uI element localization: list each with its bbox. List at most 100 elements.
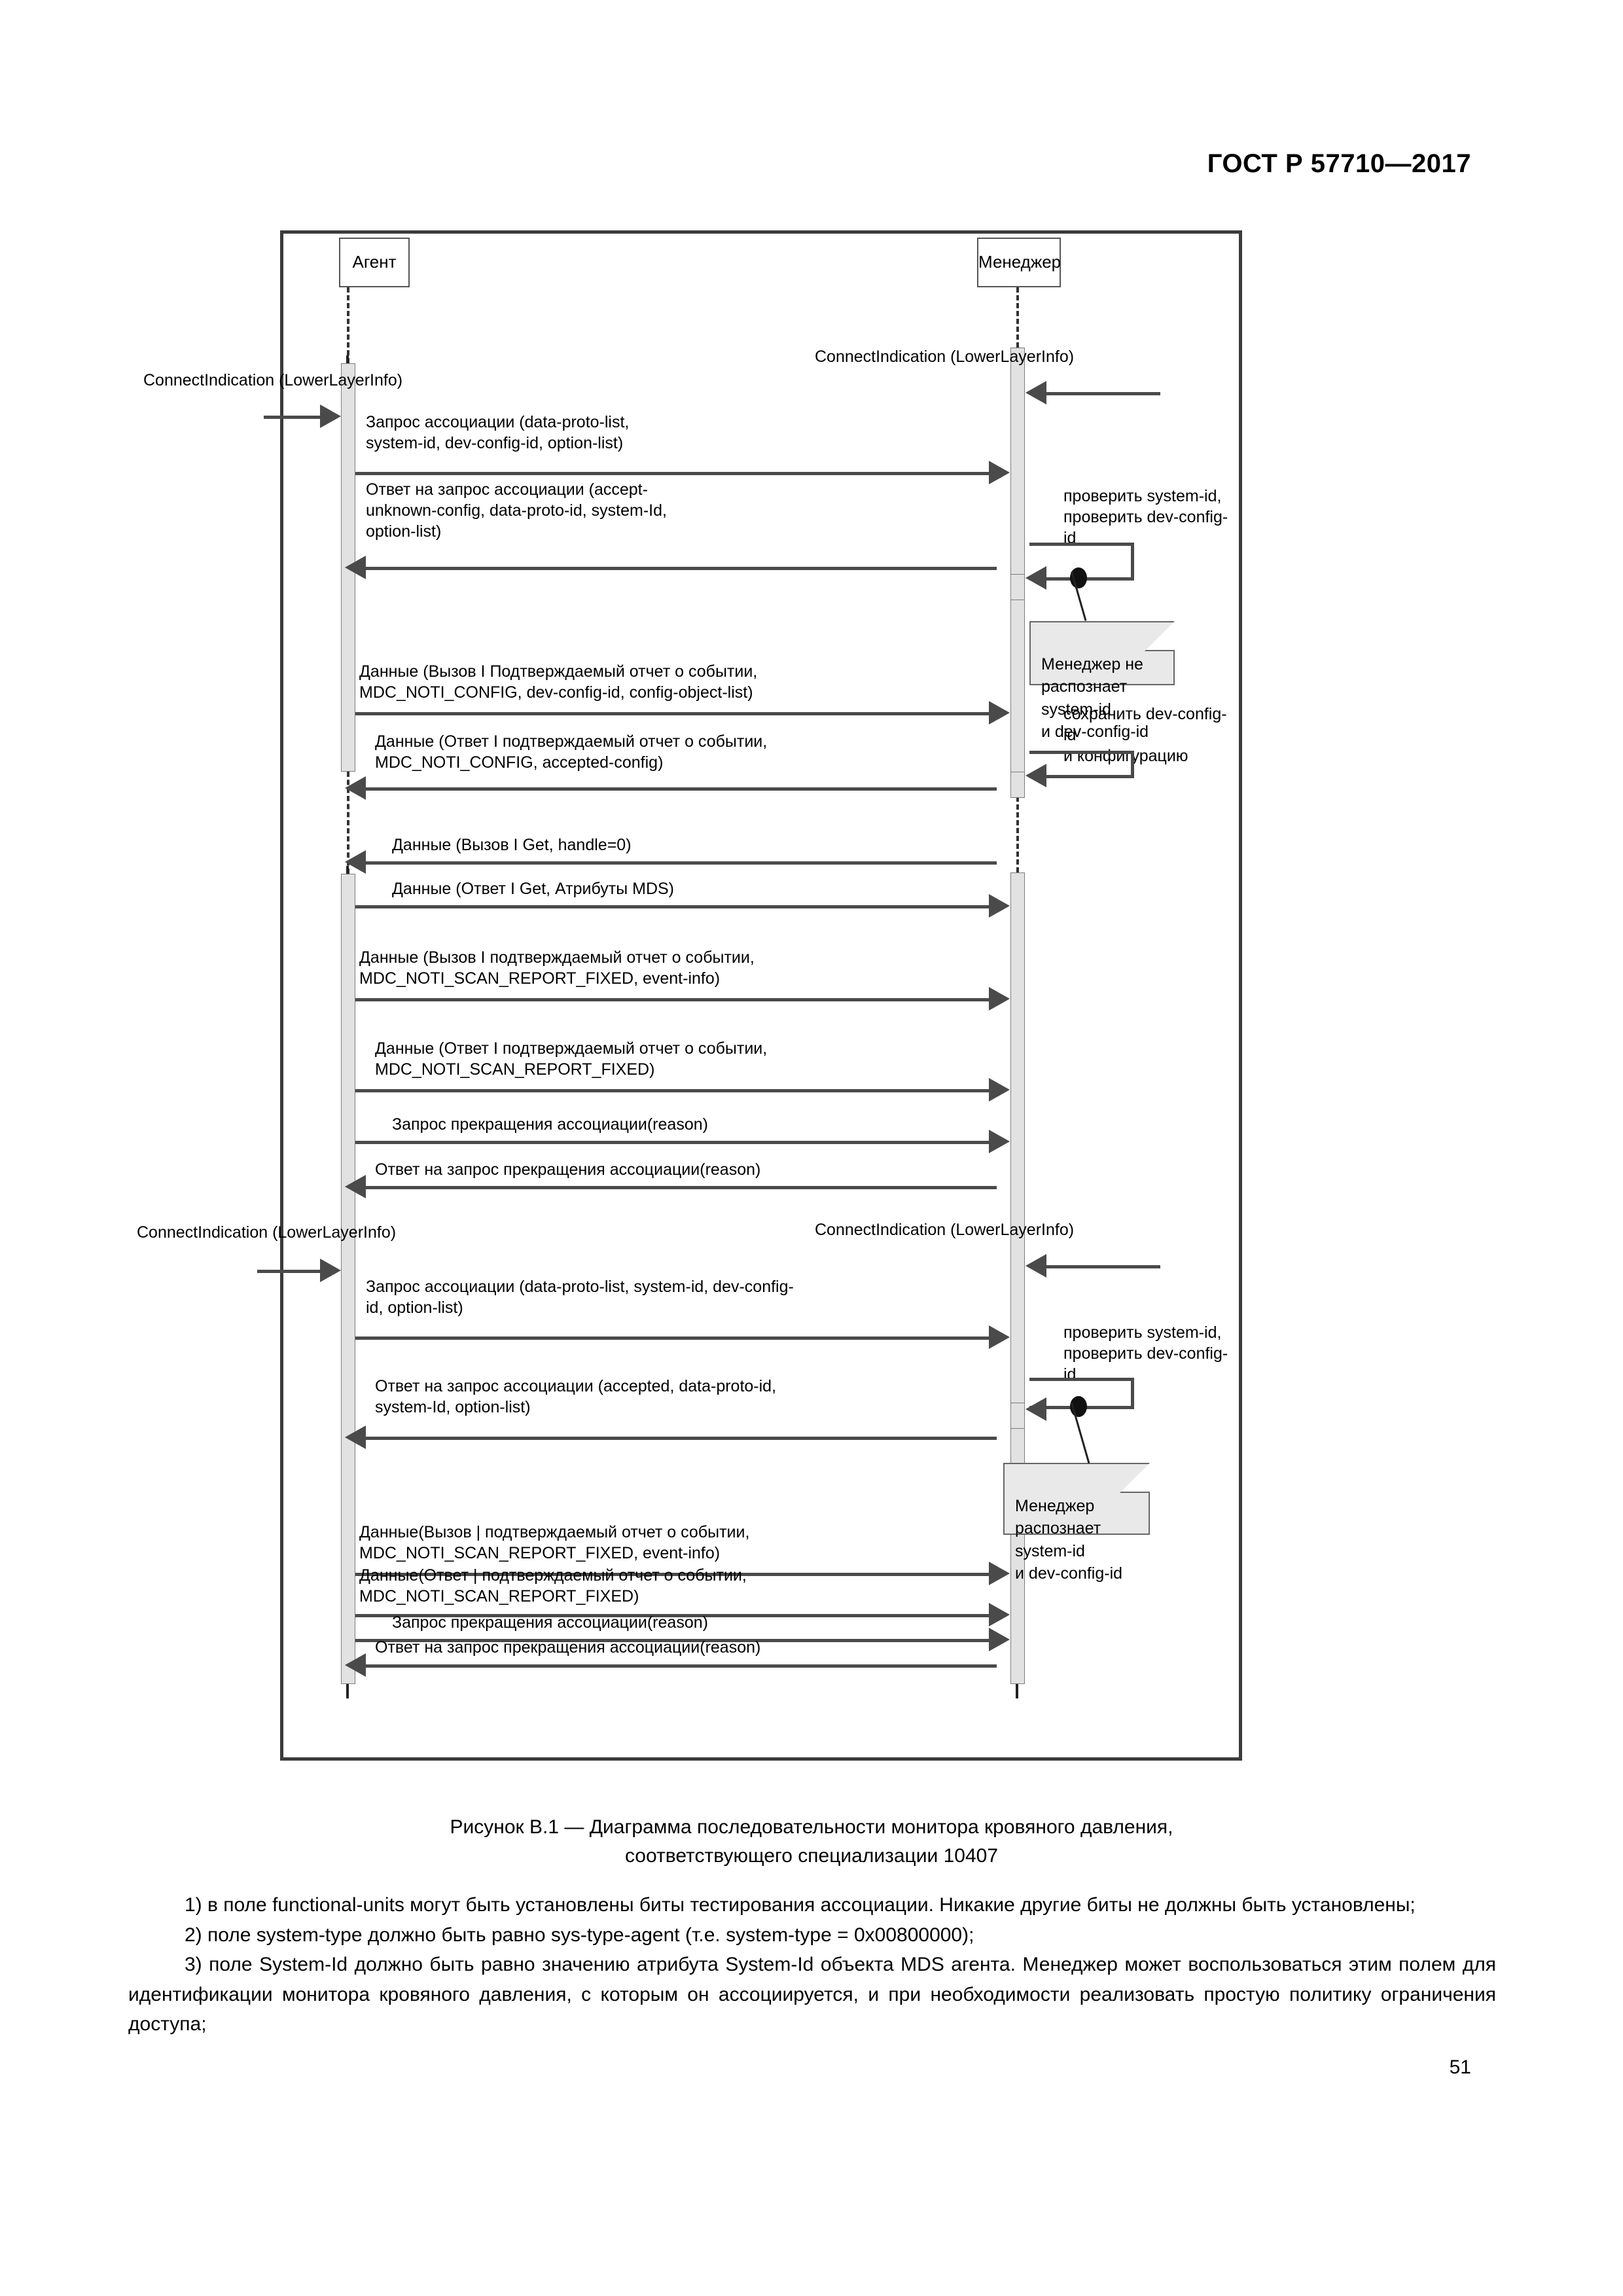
msg-arrowhead-m4 [345,776,366,800]
arrow-manager-connect-second [1036,1265,1160,1268]
arrow-manager-connect-top [1036,392,1160,395]
note-n1: Менеджер не распознает system-id и dev-c… [1029,621,1175,741]
body-item-2: 2) поле system-type должно быть равно sy… [185,1924,974,1946]
lifeline-tick-agent-1 [346,355,349,370]
msg-arrowhead-m9 [989,1130,1010,1153]
msg-label-m2: Ответ на запрос ассоциации (accept- unkn… [366,480,667,541]
lifeline-tick-manager-end [1016,1684,1018,1698]
arrowhead-agent-connect-second [320,1259,341,1282]
body-item-3: 3) поле System-Id должно быть равно знач… [128,1954,1496,2036]
lifeline-dash-agent-2 [347,772,349,874]
msg-label-m14: Данные(Ответ | подтверждаемый отчет о со… [359,1566,747,1605]
msg-line-m9 [355,1141,997,1144]
label-manager-connect-top: ConnectIndication (LowerLayerInfo) [815,348,1075,366]
figure-caption-line2: соответствующего специализации 10407 [624,1844,999,1867]
self-message-dot-s3 [1070,1396,1087,1417]
activation-stub-s1 [1010,574,1025,600]
self-label-s1: проверить system-id, проверить dev-confi… [1063,487,1228,547]
msg-line-m11 [355,1336,997,1340]
arrowhead-manager-connect-second [1026,1254,1046,1278]
msg-label-m10: Ответ на запрос прекращения ассоциации(r… [375,1160,761,1179]
msg-arrowhead-m14 [989,1603,1010,1626]
msg-line-m8 [355,1089,997,1092]
msg-arrowhead-m7 [989,987,1010,1011]
msg-label-m13: Данные(Вызов | подтверждаемый отчет о со… [359,1523,750,1562]
note-fold-icon-n1 [1145,621,1175,651]
msg-label-m3: Данные (Вызов I Подтверждаемый отчет о с… [359,662,758,702]
note-text-n1: Менеджер не распознает system-id и dev-c… [1041,655,1149,742]
msg-line-m16 [355,1664,997,1668]
msg-arrowhead-m2 [345,556,366,579]
self-arrowhead-s1 [1026,566,1046,590]
self-message-s2 [1029,751,1134,778]
label-agent-connect-top: ConnectIndication (LowerLayerInfo) [143,371,403,389]
self-label-s3: проверить system-id, проверить dev-confi… [1063,1323,1228,1384]
arrowhead-agent-connect-top [320,404,341,428]
self-message-dot-s1 [1070,567,1087,588]
lifeline-dash-agent-1 [347,287,349,363]
msg-arrowhead-m3 [989,701,1010,725]
msg-arrowhead-m6 [989,894,1010,918]
msg-label-m7: Данные (Вызов I подтверждаемый отчет о с… [359,948,755,988]
msg-arrowhead-m10 [345,1175,366,1198]
msg-label-m5: Данные (Вызов I Get, handle=0) [392,836,632,854]
lifeline-head-manager: Менеджер [977,238,1061,287]
msg-line-m2 [355,567,997,570]
msg-arrowhead-m1 [989,461,1010,484]
self-arrowhead-s3 [1026,1397,1046,1421]
standard-header: ГОСТ Р 57710—2017 [1207,149,1471,178]
msg-line-m1 [355,472,997,475]
msg-arrowhead-m13 [989,1562,1010,1585]
label-manager-connect-second: ConnectIndication (LowerLayerInfo) [815,1221,1075,1239]
sequence-diagram-frame: Агент Менеджер ConnectIndication (LowerL… [137,230,1242,1761]
body-item-1: 1) в поле functional-units могут быть ус… [185,1894,1416,1916]
msg-arrowhead-m5 [345,850,366,874]
msg-line-m12 [355,1437,997,1440]
msg-arrowhead-m8 [989,1078,1010,1102]
msg-arrowhead-m12 [345,1426,366,1449]
msg-line-m7 [355,998,997,1001]
figure-caption: Рисунок В.1 — Диаграмма последовательнос… [0,1813,1623,1870]
activation-agent-2 [341,874,355,1684]
msg-line-m14 [355,1614,997,1617]
activation-stub-s3 [1010,1403,1025,1429]
figure-caption-line1: Рисунок В.1 — Диаграмма последовательнос… [450,1816,1173,1838]
self-arrowhead-s2 [1026,764,1046,787]
msg-label-m4: Данные (Ответ I подтверждаемый отчет о с… [375,732,768,772]
lifeline-label-manager: Менеджер [978,252,1061,272]
arrow-agent-connect-second [257,1270,334,1273]
activation-stub-s2 [1010,772,1025,798]
msg-arrowhead-m16 [345,1653,366,1677]
msg-label-m12: Ответ на запрос ассоциации (accepted, da… [375,1377,777,1416]
msg-label-m9: Запрос прекращения ассоциации(reason) [392,1115,708,1134]
self-message-s3 [1029,1378,1134,1417]
msg-label-m11: Запрос ассоциации (data-proto-list, syst… [366,1278,794,1317]
msg-line-m13 [355,1573,997,1576]
lifeline-head-agent: Агент [339,238,410,287]
msg-arrowhead-m15 [989,1628,1010,1651]
msg-line-m4 [355,787,997,791]
note-fold-icon-n2 [1120,1463,1150,1493]
msg-label-m1: Запрос ассоциации (data-proto-list, syst… [366,413,630,452]
activation-manager-1 [1010,348,1025,773]
page-number: 51 [1449,2056,1471,2078]
lifeline-tick-agent-3 [346,1684,349,1698]
msg-label-m8: Данные (Ответ I подтверждаемый отчет о с… [375,1039,768,1079]
msg-line-m10 [355,1186,997,1189]
arrowhead-manager-connect-top [1026,381,1046,404]
self-message-s1 [1029,543,1134,588]
msg-line-m15 [355,1639,997,1642]
body-paragraphs: 1) в поле functional-units могут быть ус… [128,1890,1496,2039]
msg-arrowhead-m11 [989,1325,1010,1349]
msg-line-m5 [355,861,997,865]
lifeline-dash-manager-2 [1016,773,1019,872]
label-agent-connect-second: ConnectIndication (LowerLayerInfo) [137,1223,397,1242]
lifeline-label-agent: Агент [352,252,397,272]
note-text-n2: Менеджер распознает system-id и dev-conf… [1015,1496,1123,1583]
arrow-agent-connect-top [264,416,334,419]
msg-label-m15: Запрос прекращения ассоциации(reason) [392,1613,708,1632]
msg-line-m3 [355,712,997,715]
msg-label-m6: Данные (Ответ I Get, Атрибуты MDS) [392,880,674,898]
note-n2: Менеджер распознает system-id и dev-conf… [1003,1463,1150,1583]
